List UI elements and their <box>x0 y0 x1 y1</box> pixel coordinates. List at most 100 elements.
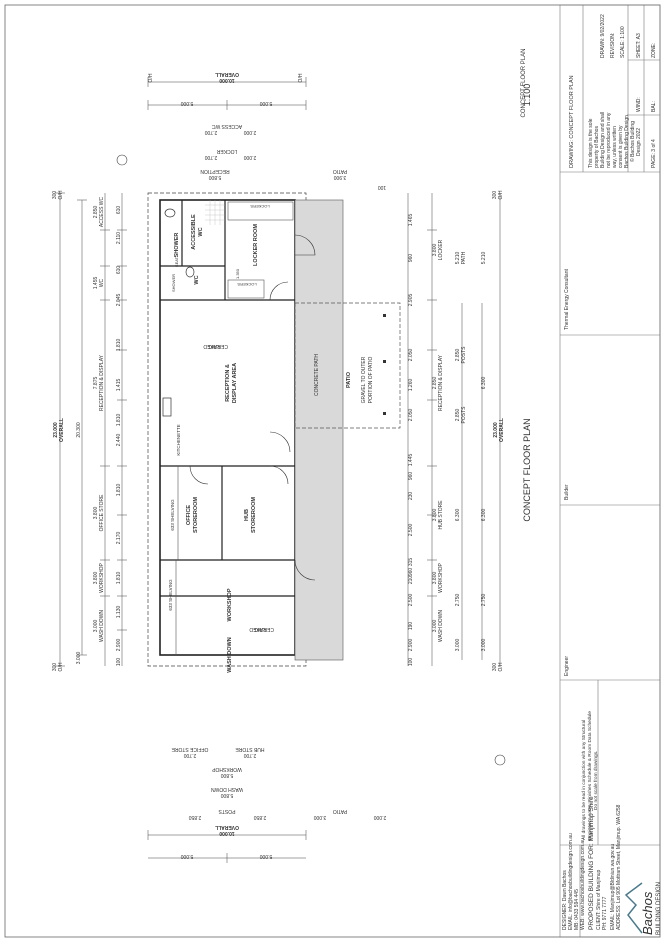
svg-text:3.800: 3.800 <box>93 572 99 585</box>
svg-text:2.750: 2.750 <box>481 594 487 607</box>
svg-text:300: 300 <box>52 191 58 200</box>
doors <box>189 234 316 581</box>
svg-text:1.810: 1.810 <box>116 572 122 585</box>
svg-text:OFFICE STORE: OFFICE STORE <box>171 746 209 752</box>
svg-text:Bachos: Bachos <box>640 891 655 935</box>
svg-text:2.050: 2.050 <box>408 409 414 422</box>
svg-text:BUILDING DESIGN: BUILDING DESIGN <box>656 882 662 935</box>
svg-text:2.850: 2.850 <box>254 814 267 820</box>
svg-text:3.800: 3.800 <box>432 572 438 585</box>
svg-text:REVISION:: REVISION: <box>610 33 616 58</box>
svg-text:2.850: 2.850 <box>455 349 461 362</box>
svg-text:23.000: 23.000 <box>53 422 59 438</box>
dim-lines <box>59 81 501 859</box>
scale-label: 1:100 <box>522 84 532 107</box>
svg-text:Bachos Building Design.: Bachos Building Design. <box>624 114 630 168</box>
svg-text:315: 315 <box>408 558 414 567</box>
svg-text:O/H: O/H <box>498 662 504 671</box>
svg-text:3.000: 3.000 <box>76 652 82 665</box>
svg-text:2.050: 2.050 <box>408 349 414 362</box>
svg-text:ZONE:: ZONE: <box>651 43 657 58</box>
svg-text:5.000: 5.000 <box>181 100 194 106</box>
svg-text:LOCKERS: LOCKERS <box>250 204 269 209</box>
svg-text:2.850: 2.850 <box>455 409 461 422</box>
svg-text:OFFICE: OFFICE <box>186 505 192 525</box>
tb-revision: REVISION: <box>610 33 616 58</box>
svg-text:WC: WC <box>99 278 105 287</box>
svg-text:WC: WC <box>194 275 200 284</box>
svg-text:CLIENT: Shire of Manjimup: CLIENT: Shire of Manjimup <box>596 869 602 930</box>
svg-text:1.130: 1.130 <box>116 606 122 619</box>
tb-wind: WIND: <box>636 97 642 112</box>
svg-text:5.210: 5.210 <box>481 252 487 265</box>
svg-text:PATH: PATH <box>461 251 467 264</box>
svg-text:WASH DOWN: WASH DOWN <box>99 610 105 642</box>
svg-text:2.700: 2.700 <box>205 129 218 135</box>
svg-text:WASH DOWN: WASH DOWN <box>438 610 444 642</box>
svg-text:DISPLAY AREA: DISPLAY AREA <box>232 363 238 403</box>
svg-text:CONCEPT FLOOR PLAN: CONCEPT FLOOR PLAN <box>521 49 527 118</box>
svg-text:Builder: Builder <box>564 484 570 500</box>
svg-text:5.210: 5.210 <box>455 252 461 265</box>
svg-text:STOREROOM: STOREROOM <box>251 497 257 533</box>
svg-text:PROPOSED BUILDING FOR: Manjimu: PROPOSED BUILDING FOR: Manjimup Shire <box>588 796 595 930</box>
svg-text:1.810: 1.810 <box>116 414 122 427</box>
svg-text:5.000: 5.000 <box>181 853 194 859</box>
tb-engineer: Engineer <box>564 656 570 676</box>
svg-text:100: 100 <box>116 658 122 667</box>
svg-text:2.700: 2.700 <box>244 752 257 758</box>
svg-text:2.045: 2.045 <box>116 294 122 307</box>
svg-text:610: 610 <box>116 266 122 275</box>
lockers-bottom <box>227 279 265 299</box>
svg-text:210: 210 <box>408 576 414 585</box>
svg-text:633 SHELVING: 633 SHELVING <box>170 499 175 531</box>
tb-notes: All drawings to be read in conjunction w… <box>581 711 599 840</box>
svg-text:2.170: 2.170 <box>116 532 122 545</box>
svg-text:PH: 9771 7777: PH: 9771 7777 <box>602 896 608 930</box>
svg-text:HUB STORE: HUB STORE <box>235 746 265 752</box>
svg-text:2.900: 2.900 <box>408 639 414 652</box>
svg-text:3.000: 3.000 <box>432 620 438 633</box>
tb-copyright: This design is the sole property of Bach… <box>588 112 642 168</box>
patio-posts <box>383 314 386 415</box>
svg-text:STOREROOM: STOREROOM <box>193 497 199 533</box>
svg-text:PORTION OF PATIO: PORTION OF PATIO <box>368 357 374 404</box>
right-dims-text: 23.000 OVERALL 300 O/H 300 O/H 100 2.900… <box>408 190 505 671</box>
svg-text:ACCESS WC: ACCESS WC <box>99 196 105 227</box>
tb-page: PAGE: 3 of 4 <box>651 139 657 168</box>
roof-overhang-outline <box>147 192 307 667</box>
svg-text:PATIO: PATIO <box>333 168 347 174</box>
svg-text:WORKSHOP: WORKSHOP <box>227 588 233 621</box>
svg-text:OVERALL: OVERALL <box>215 824 239 830</box>
svg-text:All drawings to be read in con: All drawings to be read in conjunction w… <box>581 720 587 840</box>
tb-zone: ZONE: <box>651 43 657 58</box>
svg-text:2.750: 2.750 <box>455 594 461 607</box>
tb-bal: BAL: <box>651 101 657 112</box>
svg-text:1.445: 1.445 <box>408 454 414 467</box>
svg-text:230: 230 <box>408 492 414 501</box>
svg-text:DRAWN: 9/02/2022: DRAWN: 9/02/2022 <box>600 14 606 58</box>
svg-text:190: 190 <box>408 622 414 631</box>
svg-text:ADDRESS: Lot 905 Mottram Stree: ADDRESS: Lot 905 Mottram Street, Manjimu… <box>616 804 622 930</box>
svg-text:MB: 0433 594 445: MB: 0433 594 445 <box>574 889 580 930</box>
svg-text:2.850: 2.850 <box>189 814 202 820</box>
svg-text:property of Bachos: property of Bachos <box>594 126 600 168</box>
sink-icon <box>162 397 172 417</box>
svg-text:RECEPTION &: RECEPTION & <box>225 364 231 402</box>
svg-text:DRAWING: CONCEPT FLOOR PLAN: DRAWING: CONCEPT FLOOR PLAN <box>569 75 575 168</box>
svg-text:LOCKER: LOCKER <box>216 148 237 154</box>
svg-text:O/H: O/H <box>58 190 64 199</box>
svg-text:BAL:: BAL: <box>651 101 657 112</box>
svg-text:O/H: O/H <box>58 662 64 671</box>
svg-text:3.000: 3.000 <box>481 639 487 652</box>
svg-text:300: 300 <box>492 191 498 200</box>
svg-text:1.455: 1.455 <box>93 277 99 290</box>
svg-text:100: 100 <box>378 184 387 190</box>
svg-text:POSTS: POSTS <box>461 346 467 364</box>
svg-text:EMAIL: Manjimup@Bldiniun.wa.go: EMAIL: Manjimup@Bldiniun.wa.gov.au <box>610 844 616 930</box>
svg-text:SEAT: SEAT <box>174 256 179 267</box>
svg-text:GRAVEL TO OUTER: GRAVEL TO OUTER <box>361 356 367 403</box>
svg-text:6.300: 6.300 <box>481 377 487 390</box>
toilet-icon <box>164 208 176 218</box>
